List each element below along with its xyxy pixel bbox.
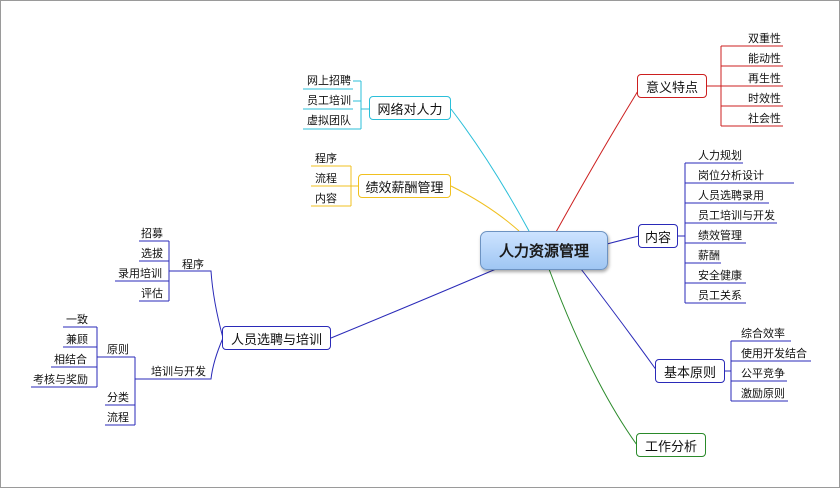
leaf-duality[interactable]: 双重性 xyxy=(748,32,781,45)
leaf-use-develop[interactable]: 使用开发结合 xyxy=(741,347,807,360)
connector-root-recruit xyxy=(330,268,497,339)
leaf-selection-hiring[interactable]: 人员选聘录用 xyxy=(698,189,764,202)
connector-recruit-procedure xyxy=(179,270,224,339)
leaf-balance[interactable]: 兼顾 xyxy=(66,333,88,346)
underline-significance-leaves xyxy=(741,45,783,127)
leaf-timeliness[interactable]: 时效性 xyxy=(748,92,781,105)
leaf-online-recruiting[interactable]: 网上招聘 xyxy=(307,74,351,87)
connector-principles-leaves xyxy=(725,340,737,402)
leaf-employee-relations[interactable]: 员工关系 xyxy=(698,289,742,302)
leaf-perf-flow[interactable]: 流程 xyxy=(315,172,337,185)
sub-flow[interactable]: 流程 xyxy=(107,411,129,424)
underline-network-leaves xyxy=(303,88,353,130)
leaf-employee-training[interactable]: 员工培训 xyxy=(307,94,351,107)
sub-procedure[interactable]: 程序 xyxy=(182,258,204,271)
underline-content-leaves xyxy=(694,162,794,304)
branch-principles[interactable]: 基本原则 xyxy=(655,359,725,383)
leaf-assessment-reward[interactable]: 考核与奖励 xyxy=(33,373,88,386)
branch-recruit-training[interactable]: 人员选聘与培训 xyxy=(222,326,331,350)
leaf-job-design[interactable]: 岗位分析设计 xyxy=(698,169,764,182)
leaf-safety-health[interactable]: 安全健康 xyxy=(698,269,742,282)
root-node[interactable]: 人力资源管理 xyxy=(480,231,608,270)
sub-principle[interactable]: 原则 xyxy=(107,343,129,356)
leaf-initiative[interactable]: 能动性 xyxy=(748,52,781,65)
leaf-combination[interactable]: 相结合 xyxy=(54,353,87,366)
branch-significance[interactable]: 意义特点 xyxy=(637,74,707,98)
sub-classification[interactable]: 分类 xyxy=(107,391,129,404)
leaf-virtual-team[interactable]: 虚拟团队 xyxy=(307,114,351,127)
connector-root-significance xyxy=(555,85,642,233)
leaf-training-development[interactable]: 员工培训与开发 xyxy=(698,209,775,222)
leaf-consistency[interactable]: 一致 xyxy=(66,313,88,326)
connector-procedure-leaves xyxy=(115,240,179,302)
connector-significance-leaves xyxy=(707,45,741,127)
connector-content-leaves xyxy=(678,162,694,304)
connector-recruit-training xyxy=(149,337,224,380)
leaf-overall-efficiency[interactable]: 综合效率 xyxy=(741,327,785,340)
connector-performance-leaves xyxy=(343,165,359,207)
leaf-performance-mgmt[interactable]: 绩效管理 xyxy=(698,229,742,242)
sub-training-development[interactable]: 培训与开发 xyxy=(151,365,206,378)
branch-job-analysis[interactable]: 工作分析 xyxy=(636,433,706,457)
connector-root-network xyxy=(450,108,530,232)
leaf-perf-content[interactable]: 内容 xyxy=(315,192,337,205)
leaf-compensation[interactable]: 薪酬 xyxy=(698,249,720,262)
connector-root-job-analysis xyxy=(548,268,638,446)
branch-performance-pay[interactable]: 绩效薪酬管理 xyxy=(358,174,451,198)
leaf-hr-planning[interactable]: 人力规划 xyxy=(698,149,742,162)
leaf-fair-competition[interactable]: 公平竞争 xyxy=(741,367,785,380)
leaf-selection[interactable]: 选拔 xyxy=(141,247,163,260)
leaf-evaluation[interactable]: 评估 xyxy=(141,287,163,300)
connector-root-performance xyxy=(450,185,520,232)
branch-network[interactable]: 网络对人力 xyxy=(369,96,451,120)
leaf-sociality[interactable]: 社会性 xyxy=(748,112,781,125)
underline-principles-leaves xyxy=(737,340,811,402)
underline-performance-leaves xyxy=(311,165,343,207)
leaf-incentive[interactable]: 激励原则 xyxy=(741,387,785,400)
connector-principle-leaves xyxy=(31,326,105,388)
connector-root-content xyxy=(606,235,640,245)
connector-training-subnodes xyxy=(105,356,149,426)
branch-content[interactable]: 内容 xyxy=(638,224,678,248)
connector-network-leaves xyxy=(353,80,369,130)
connector-root-principles xyxy=(580,268,658,372)
leaf-renewability[interactable]: 再生性 xyxy=(748,72,781,85)
leaf-perf-procedure[interactable]: 程序 xyxy=(315,152,337,165)
leaf-recruitment[interactable]: 招募 xyxy=(141,227,163,240)
leaf-hiring-training[interactable]: 录用培训 xyxy=(118,267,162,280)
